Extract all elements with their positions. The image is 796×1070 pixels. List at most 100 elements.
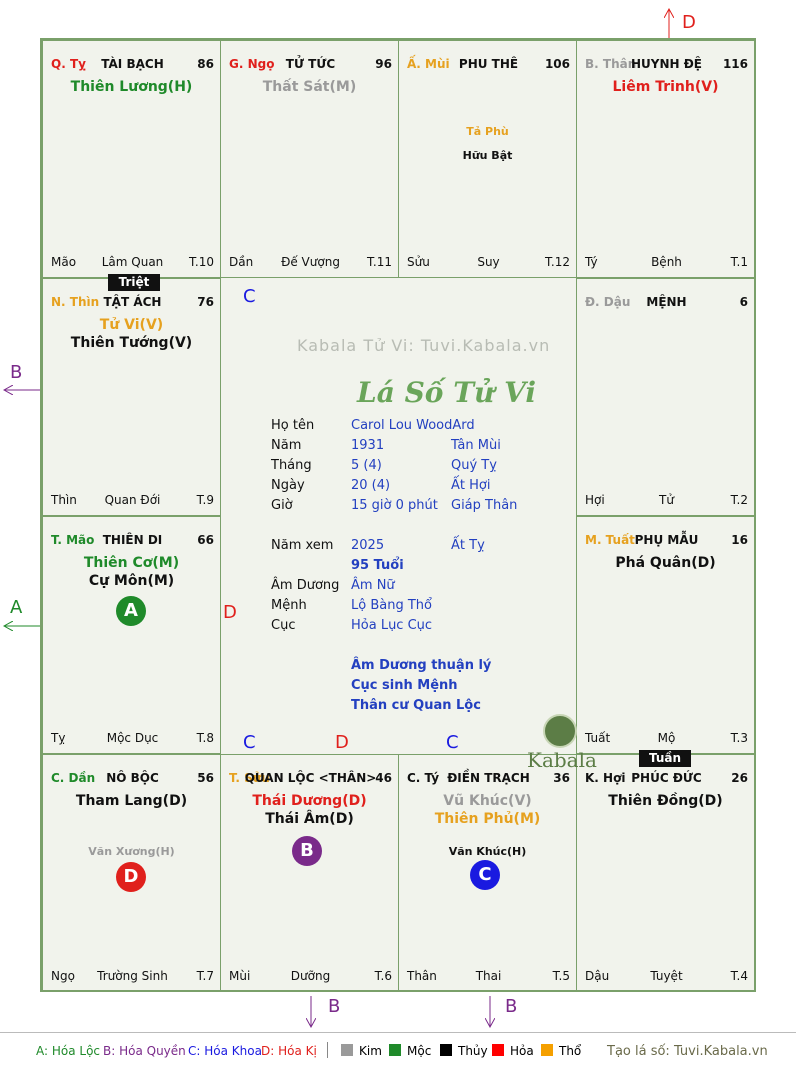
watermark-text: Kabala Tử Vi: Tuvi.Kabala.vn <box>297 336 551 355</box>
palace-name: PHỤ MẪU <box>634 533 699 547</box>
palace-can: Đ. Dậu <box>585 295 631 309</box>
info-value: Carol Lou WoodArd <box>351 418 475 433</box>
footer-left: Hợi <box>585 493 605 507</box>
tuan-tag: Tuần <box>639 750 691 767</box>
palace-can: K. Hợi <box>585 771 626 785</box>
arrow-label-c1: C <box>243 286 256 307</box>
center-note: Thân cư Quan Lộc <box>351 698 481 713</box>
palace-number: 56 <box>197 771 214 785</box>
minor-star: Tả Phù <box>466 125 509 138</box>
footer-left: Sửu <box>407 255 430 269</box>
legend-a-text: A: Hóa Lộc <box>36 1044 101 1058</box>
palace-can: T. Sửu <box>229 771 270 785</box>
nam-xem-label: Năm xem <box>271 538 334 553</box>
palace-number: 6 <box>739 295 748 309</box>
main-star: Phá Quân(D) <box>615 555 716 571</box>
info-label: Cục <box>271 618 296 633</box>
footer-middle: Dưỡng <box>290 969 331 983</box>
info-value-can: Giáp Thân <box>451 498 518 513</box>
palace-number: 36 <box>553 771 570 785</box>
legend-thuy: Thủy <box>440 1044 488 1058</box>
footer-left: Tý <box>585 255 598 269</box>
palace-number: 46 <box>375 771 392 785</box>
info-value: 20 (4) <box>351 478 391 493</box>
footer-left: Thân <box>407 969 437 983</box>
info-value-can: Quý Tỵ <box>451 458 497 473</box>
legend-thuy-text: Thủy <box>458 1044 488 1058</box>
arrow-label-c2: C <box>243 732 256 753</box>
moc-swatch-icon <box>389 1044 401 1056</box>
center-panel: Kabala Tử Vi: Tuvi.Kabala.vn Lá Số Tử Vi… <box>261 318 617 794</box>
arrow-label-c3: C <box>446 732 459 753</box>
legend-b-text: B: Hóa Quyền <box>103 1044 186 1058</box>
footer-left: Thìn <box>51 493 77 507</box>
palace-name: TỬ TỨC <box>285 57 336 71</box>
info-value: Lộ Bàng Thổ <box>351 598 432 613</box>
footer-middle: Mộ <box>657 731 676 745</box>
info-label: Tháng <box>271 458 312 473</box>
footer-right: T.6 <box>374 969 392 983</box>
footer-middle: Bệnh <box>651 255 682 269</box>
main-star: Thái Âm(D) <box>265 811 354 827</box>
info-label: Năm <box>271 438 302 453</box>
chart-title: Lá Số Tử Vi <box>357 376 537 409</box>
info-value: 5 (4) <box>351 458 382 473</box>
footer-right: T.12 <box>545 255 570 269</box>
main-star: Vũ Khúc(V) <box>443 793 532 809</box>
palace-name: THIÊN DI <box>102 533 163 547</box>
triet-tag: Triệt <box>108 274 160 291</box>
footer-right: T.5 <box>552 969 570 983</box>
palace-can: M. Tuất <box>585 533 635 547</box>
palace-name: ĐIỀN TRẠCH <box>447 771 530 785</box>
palace-name: NÔ BỘC <box>106 771 159 785</box>
info-value: Hỏa Lục Cục <box>351 618 433 633</box>
palace-can: Q. Tỵ <box>51 57 86 71</box>
palace-name: TẬT ÁCH <box>103 295 162 309</box>
footer-right: T.2 <box>730 493 748 507</box>
legend-moc: Mộc <box>389 1044 431 1058</box>
footer-middle: Tuyệt <box>650 969 683 983</box>
legend-hoa: Hỏa <box>492 1044 534 1058</box>
legend-separator <box>327 1042 328 1058</box>
palace-number: 76 <box>197 295 214 309</box>
footer-right: T.10 <box>189 255 214 269</box>
legend-d-text: D: Hóa Kị <box>261 1044 317 1058</box>
main-star: Liêm Trinh(V) <box>612 79 719 95</box>
footer-right: T.11 <box>367 255 392 269</box>
legend-moc-text: Mộc <box>407 1044 432 1058</box>
main-star: Thiên Lương(H) <box>70 79 193 95</box>
legend-site-link[interactable]: Tạo lá số: Tuvi.Kabala.vn <box>607 1044 768 1059</box>
main-star: Thiên Phủ(M) <box>434 811 541 827</box>
main-star: Thất Sát(M) <box>262 79 357 95</box>
arrow-label-bottom-b2: B <box>505 996 518 1017</box>
thuy-swatch-icon <box>440 1044 452 1056</box>
footer-middle: Suy <box>477 255 500 269</box>
center-note: Cục sinh Mệnh <box>351 678 458 693</box>
palace-name: PHÚC ĐỨC <box>631 771 702 785</box>
palace-number: 86 <box>197 57 214 71</box>
minor-star: Hữu Bật <box>462 149 513 162</box>
footer-left: Mão <box>51 255 77 269</box>
footer-right: T.7 <box>196 969 214 983</box>
legend-divider <box>0 1032 796 1033</box>
palace-name: QUAN LỘC <THÂN> <box>244 771 377 785</box>
nam-xem-value: 2025 <box>351 538 385 553</box>
footer-left: Tuất <box>585 731 611 745</box>
palace-number: 66 <box>197 533 214 547</box>
brand-name: Kabala <box>527 748 597 772</box>
